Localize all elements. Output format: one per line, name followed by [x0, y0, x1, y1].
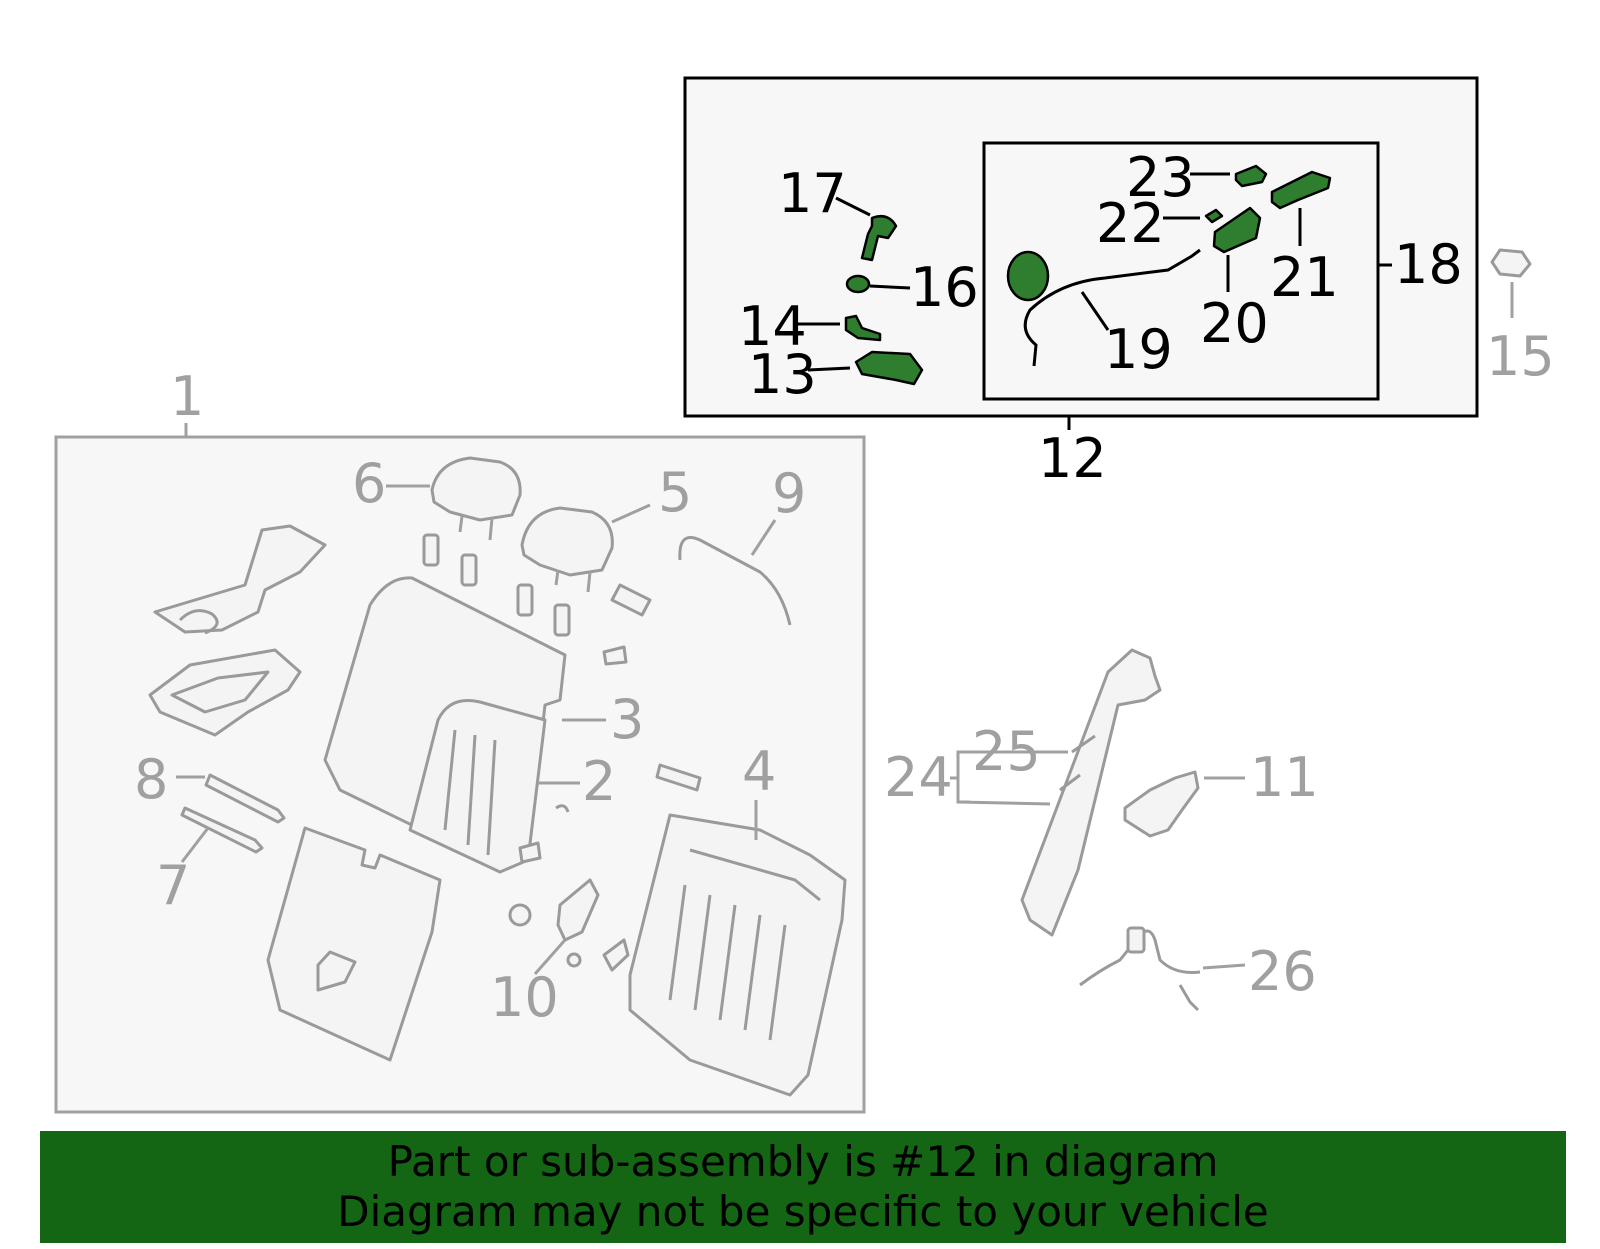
callout-13[interactable]: 13: [748, 343, 817, 406]
callout-23[interactable]: 23: [1126, 146, 1195, 209]
callout-1[interactable]: 1: [170, 365, 204, 428]
part-21-cover: [1270, 170, 1332, 210]
side-trim-group[interactable]: [950, 648, 1246, 1012]
footer-line-1: Part or sub-assembly is #12 in diagram: [387, 1137, 1219, 1186]
callout-24[interactable]: 24: [884, 746, 953, 809]
small-clip-b: [555, 804, 570, 813]
part-25-trim-panel: [1020, 648, 1162, 937]
callout-15[interactable]: 15: [1486, 325, 1555, 388]
bracket-small: [602, 938, 630, 972]
seat-cover-panel: [266, 826, 442, 1062]
part-19-cable: [1023, 248, 1201, 367]
leader-lines-gray-right: [950, 750, 1246, 970]
callout-6[interactable]: 6: [352, 452, 386, 515]
callout-21[interactable]: 21: [1270, 246, 1339, 309]
bracket-24: [956, 750, 970, 804]
headrest-6: [430, 456, 522, 522]
callout-7[interactable]: 7: [156, 854, 190, 917]
callout-26[interactable]: 26: [1248, 940, 1317, 1003]
callout-9[interactable]: 9: [772, 462, 806, 525]
part-10-cover: [556, 878, 600, 942]
footer-banner-bg: [40, 1131, 1566, 1243]
callout-10[interactable]: 10: [490, 966, 559, 1029]
leader-lines-gray-left: [176, 484, 777, 975]
part-15-nut: [1490, 248, 1532, 278]
part-16-nut: [845, 274, 871, 294]
callout-11[interactable]: 11: [1250, 746, 1319, 809]
callout-17[interactable]: 17: [778, 162, 847, 225]
part-14-bracket: [844, 314, 882, 342]
part-7-trim: [180, 806, 264, 854]
part-15-group[interactable]: [1490, 248, 1532, 318]
callout-22[interactable]: 22: [1096, 192, 1165, 255]
small-clip-a: [655, 763, 702, 792]
part-8-trim: [204, 773, 286, 824]
headrest-5: [520, 506, 614, 577]
small-washer: [566, 952, 582, 968]
callout-2[interactable]: 2: [582, 750, 616, 813]
callout-8[interactable]: 8: [134, 748, 168, 811]
part-20-latch: [1212, 206, 1262, 254]
headrest-guides: [422, 533, 571, 637]
callout-25[interactable]: 25: [972, 720, 1041, 783]
screw-bolt: [602, 645, 628, 666]
callout-19[interactable]: 19: [1104, 318, 1173, 381]
callout-labels: 1 2 3 4 5 6 7 8 9 10 11 12 13 14 15 16 1…: [134, 146, 1555, 1029]
part-17-bolt: [860, 215, 898, 262]
callout-5[interactable]: 5: [658, 461, 692, 524]
callout-12[interactable]: 12: [1038, 427, 1107, 490]
footer-banner: Part or sub-assembly is #12 in diagram D…: [40, 1131, 1566, 1243]
part-11-bracket: [1123, 770, 1200, 838]
small-bolt-a: [518, 841, 542, 864]
part-22-clip: [1204, 208, 1224, 224]
callout-14[interactable]: 14: [738, 295, 807, 358]
label-pad: [610, 583, 652, 617]
footer-line-2: Diagram may not be specific to your vehi…: [337, 1187, 1269, 1236]
part-26-connector: [1126, 926, 1146, 954]
leader-lines-12: [798, 172, 1302, 372]
part-9-wire: [678, 536, 792, 626]
part-13-handle: [854, 350, 924, 386]
callout-3[interactable]: 3: [610, 688, 644, 751]
assembly-12-group[interactable]: [683, 76, 1479, 430]
grommet: [508, 903, 532, 927]
part-19-bezel: [1006, 250, 1050, 302]
part-23-cap: [1234, 164, 1268, 188]
part-26-harness: [1079, 929, 1201, 1012]
seat-back-assembly-group[interactable]: [54, 423, 866, 1114]
callout-18[interactable]: 18: [1394, 233, 1463, 296]
callout-16[interactable]: 16: [910, 256, 979, 319]
callout-4[interactable]: 4: [742, 740, 776, 803]
callout-20[interactable]: 20: [1200, 292, 1269, 355]
